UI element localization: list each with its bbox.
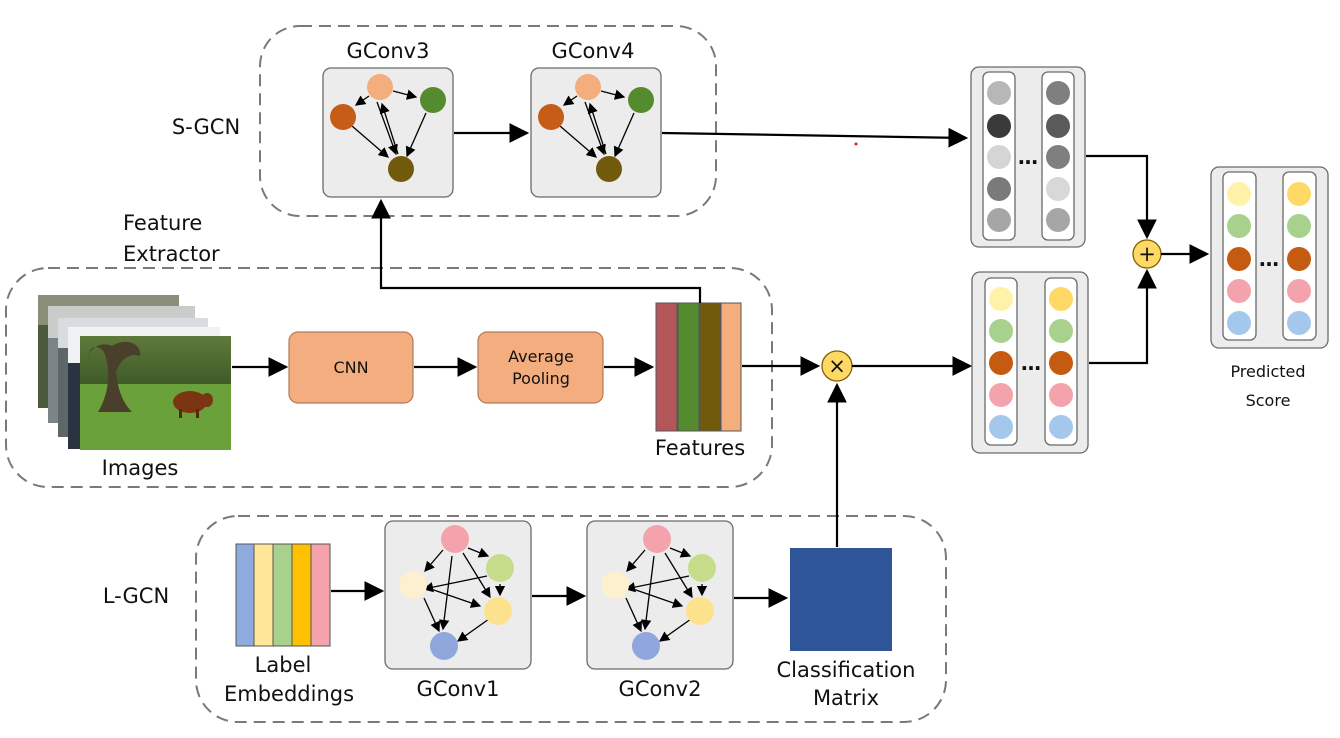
average-pooling-label-line1: Average xyxy=(508,347,574,366)
feature-extractor-label-line2: Extractor xyxy=(123,242,220,266)
embedding-bar-3 xyxy=(272,543,293,647)
s-gcn-score-left-circles xyxy=(987,81,1011,232)
gconv1-node-bottom-right xyxy=(484,597,512,625)
gconv1-node-top xyxy=(441,525,469,553)
label-embeddings xyxy=(235,543,331,647)
images-stack-icon xyxy=(38,295,231,450)
cnn-block xyxy=(288,331,414,404)
l-gcn-label: L-GCN xyxy=(103,584,169,608)
gconv1-label: GConv1 xyxy=(417,677,500,701)
gconv3-node-right xyxy=(420,87,446,113)
label-score-right-circles xyxy=(1049,287,1073,439)
predicted-score-left-circles xyxy=(1227,182,1251,335)
average-pooling-label-line2: Pooling xyxy=(512,369,570,388)
plus-symbol: + xyxy=(1138,242,1156,266)
features-label: Features xyxy=(655,436,745,460)
feature-bar-4 xyxy=(720,302,742,432)
gconv4-to-s-scores-arrow xyxy=(661,127,969,148)
predicted-score-label-line1: Predicted xyxy=(1230,362,1305,381)
feature-bar-1 xyxy=(655,302,678,432)
red-dot-mark xyxy=(854,142,858,146)
gconv3-edges xyxy=(351,89,427,158)
l-gcn-group xyxy=(195,515,947,723)
gconv4-node-bottom xyxy=(596,156,622,182)
gconv4-node-left xyxy=(538,104,564,130)
gconv4-node-right xyxy=(628,87,654,113)
classification-matrix-label-line2: Matrix xyxy=(813,686,879,710)
gconv4-node-top xyxy=(575,74,601,100)
gconv1-node-bottom xyxy=(430,632,458,660)
gconv4-edges xyxy=(559,89,635,158)
embedding-bar-4 xyxy=(291,543,312,647)
s-gcn-score-ellipsis: … xyxy=(1018,145,1038,169)
embedding-bar-2 xyxy=(253,543,274,647)
gconv3-label: GConv3 xyxy=(347,39,430,63)
feature-bar-3 xyxy=(699,302,721,432)
multiply-icon: × xyxy=(821,350,853,382)
gconv3-node-left xyxy=(330,104,356,130)
s-gcn-group xyxy=(259,25,717,217)
predicted-score-label-line2: Score xyxy=(1246,391,1291,410)
label-embeddings-label-line2: Embeddings xyxy=(224,682,354,706)
feature-vector xyxy=(655,302,742,432)
gconv2-node-top xyxy=(643,525,671,553)
predicted-score-ellipsis: … xyxy=(1259,247,1279,271)
gconv3-node-top xyxy=(367,74,393,100)
gconv3-node-bottom xyxy=(388,156,414,182)
embedding-bar-1 xyxy=(235,543,255,647)
gconv2-node-bottom xyxy=(632,632,660,660)
gconv2-node-left xyxy=(601,571,629,599)
gconv1-edges xyxy=(422,547,506,642)
classification-matrix-label-line1: Classification xyxy=(777,658,916,682)
gconv1-node-right xyxy=(486,554,514,582)
plus-icon: + xyxy=(1132,239,1162,269)
average-pooling-block xyxy=(477,331,604,404)
s-scores-to-add-arrow xyxy=(1086,154,1157,240)
images-label: Images xyxy=(102,456,179,480)
multiply-symbol: × xyxy=(828,354,846,378)
gconv2-node-right xyxy=(688,554,716,582)
gconv2-label: GConv2 xyxy=(619,677,702,701)
label-embeddings-label-line1: Label xyxy=(255,653,312,677)
label-score-ellipsis: … xyxy=(1021,351,1041,375)
s-gcn-score-right-circles xyxy=(1046,81,1070,232)
feature-bar-2 xyxy=(677,302,700,432)
features-to-gconv3-arrow xyxy=(371,198,702,303)
gconv1-node-left xyxy=(399,571,427,599)
gconv2-edges xyxy=(624,547,708,642)
predicted-score-right-circles xyxy=(1287,182,1311,335)
gconv4-label: GConv4 xyxy=(552,39,635,63)
label-scores-to-add-arrow xyxy=(1089,268,1157,365)
s-gcn-label: S-GCN xyxy=(172,115,240,139)
gconv2-node-bottom-right xyxy=(686,597,714,625)
classification-matrix xyxy=(790,548,892,651)
cnn-label: CNN xyxy=(333,358,368,377)
label-score-left-circles xyxy=(989,287,1013,439)
embedding-bar-5 xyxy=(310,543,331,647)
feature-extractor-label-line1: Feature xyxy=(123,211,202,235)
